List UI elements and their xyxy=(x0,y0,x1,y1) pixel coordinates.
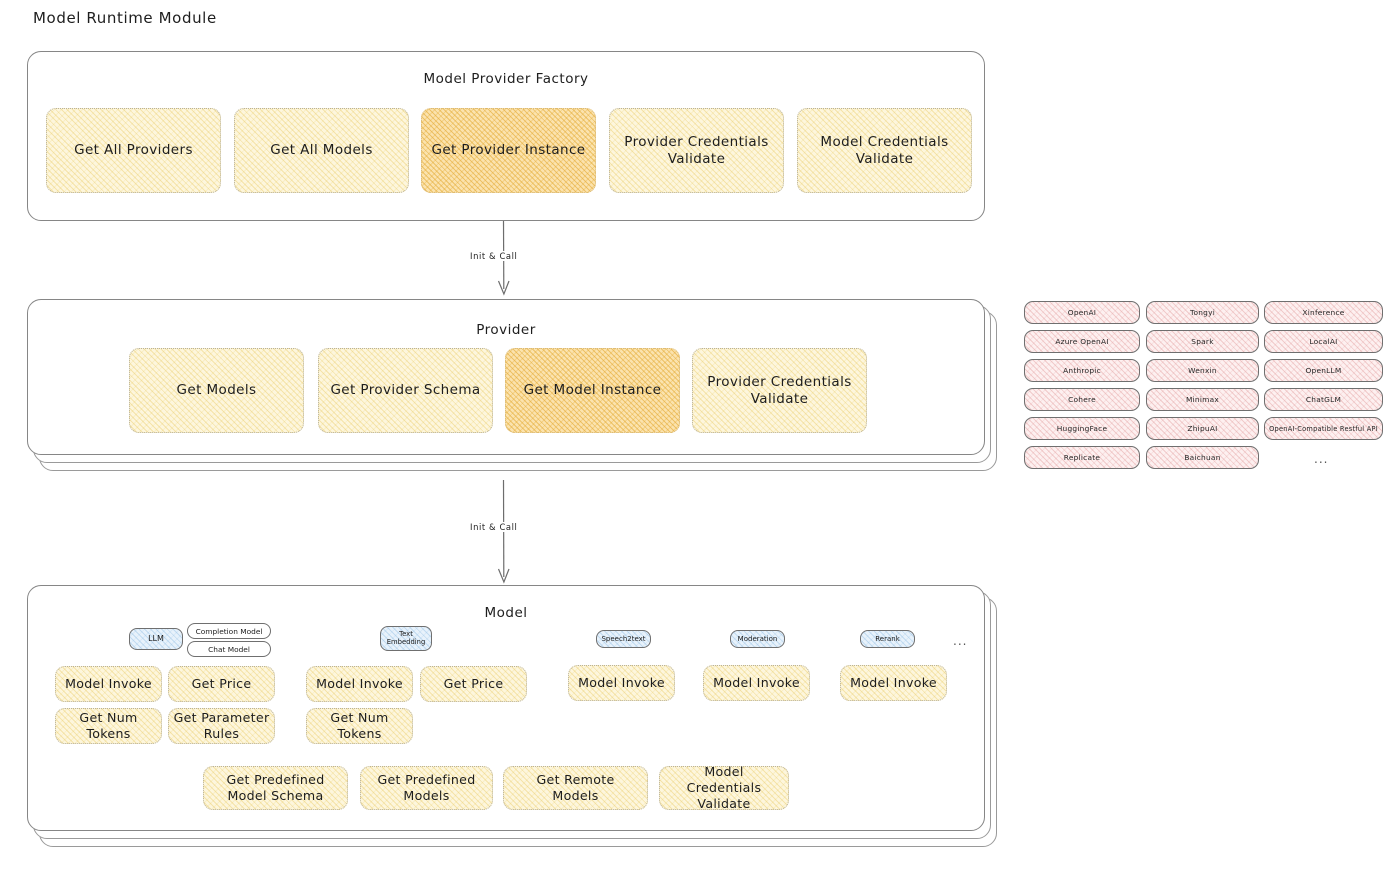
model-container: Model LLM Completion Model Chat Model Mo… xyxy=(27,585,985,831)
model-provider-factory-title: Model Provider Factory xyxy=(423,71,589,87)
factory-tile-get-all-models[interactable]: Get All Models xyxy=(234,108,409,193)
provider-container: Provider Get Models Get Provider Schema … xyxy=(27,299,985,455)
provider-chip-anthropic[interactable]: Anthropic xyxy=(1024,359,1140,382)
connector-provider-to-model: Init & Call xyxy=(467,479,540,585)
model-shared-method-get-predefined-models[interactable]: Get Predefined Models xyxy=(360,766,493,810)
model-type-chip-speech2text[interactable]: Speech2text xyxy=(596,630,651,648)
provider-title: Provider xyxy=(476,322,536,338)
llm-method-get-parameter-rules[interactable]: Get Parameter Rules xyxy=(168,708,275,744)
provider-chip-chatglm[interactable]: ChatGLM xyxy=(1264,388,1383,411)
provider-chip-cohere[interactable]: Cohere xyxy=(1024,388,1140,411)
llm-method-get-price[interactable]: Get Price xyxy=(168,666,275,702)
llm-method-model-invoke[interactable]: Model Invoke xyxy=(55,666,162,702)
provider-chip-baichuan[interactable]: Baichuan xyxy=(1146,446,1259,469)
provider-chip-spark[interactable]: Spark xyxy=(1146,330,1259,353)
connector-2-label: Init & Call xyxy=(467,522,521,532)
model-shared-method-model-credentials-validate[interactable]: Model Credentials Validate xyxy=(659,764,789,811)
model-type-chip-rerank[interactable]: Rerank xyxy=(860,630,915,648)
rerank-method-model-invoke[interactable]: Model Invoke xyxy=(840,665,947,701)
model-type-chip-llm[interactable]: LLM xyxy=(129,628,183,650)
provider-chip-openai-compatible-restful-api[interactable]: OpenAI-Compatible Restful API xyxy=(1264,417,1383,440)
provider-tile-get-provider-schema[interactable]: Get Provider Schema xyxy=(318,348,493,433)
model-types-more: ... xyxy=(953,634,968,648)
text-embedding-method-get-num-tokens[interactable]: Get Num Tokens xyxy=(306,708,413,744)
provider-chip-openllm[interactable]: OpenLLM xyxy=(1264,359,1383,382)
provider-chip-openai[interactable]: OpenAI xyxy=(1024,301,1140,324)
model-type-chip-moderation[interactable]: Moderation xyxy=(730,630,785,648)
provider-chip-wenxin[interactable]: Wenxin xyxy=(1146,359,1259,382)
connector-arrow-icon xyxy=(497,479,510,584)
provider-chip-huggingface[interactable]: HuggingFace xyxy=(1024,417,1140,440)
provider-chip-xinference[interactable]: Xinference xyxy=(1264,301,1383,324)
model-subtype-chip-chat-model[interactable]: Chat Model xyxy=(187,641,271,657)
speech2text-method-model-invoke[interactable]: Model Invoke xyxy=(568,665,675,701)
provider-tile-provider-credentials-validate[interactable]: Provider Credentials Validate xyxy=(692,348,867,433)
provider-chip-azure-openai[interactable]: Azure OpenAI xyxy=(1024,330,1140,353)
provider-list: OpenAI Azure OpenAI Anthropic Cohere Hug… xyxy=(1024,300,1384,475)
provider-chip-replicate[interactable]: Replicate xyxy=(1024,446,1140,469)
factory-tile-provider-credentials-validate[interactable]: Provider Credentials Validate xyxy=(609,108,784,193)
model-title: Model xyxy=(484,605,528,621)
provider-list-more: ... xyxy=(1314,452,1329,466)
text-embedding-method-get-price[interactable]: Get Price xyxy=(420,666,527,702)
provider-tile-get-model-instance[interactable]: Get Model Instance xyxy=(505,348,680,433)
connector-factory-to-provider: Init & Call xyxy=(467,220,540,297)
model-subtype-chip-completion-model[interactable]: Completion Model xyxy=(187,623,271,639)
text-embedding-method-model-invoke[interactable]: Model Invoke xyxy=(306,666,413,702)
provider-tile-get-models[interactable]: Get Models xyxy=(129,348,304,433)
factory-tile-get-provider-instance[interactable]: Get Provider Instance xyxy=(421,108,596,193)
model-provider-factory-container: Model Provider Factory Get All Providers… xyxy=(27,51,985,221)
provider-chip-localai[interactable]: LocalAI xyxy=(1264,330,1383,353)
factory-tile-model-credentials-validate[interactable]: Model Credentials Validate xyxy=(797,108,972,193)
provider-chip-zhipuai[interactable]: ZhipuAI xyxy=(1146,417,1259,440)
connector-1-label: Init & Call xyxy=(467,251,521,261)
model-shared-method-get-remote-models[interactable]: Get Remote Models xyxy=(503,766,648,810)
model-type-chip-text-embedding[interactable]: Text Embedding xyxy=(380,626,432,651)
provider-chip-minimax[interactable]: Minimax xyxy=(1146,388,1259,411)
model-shared-method-get-predefined-model-schema[interactable]: Get Predefined Model Schema xyxy=(203,766,348,810)
factory-tile-get-all-providers[interactable]: Get All Providers xyxy=(46,108,221,193)
provider-chip-tongyi[interactable]: Tongyi xyxy=(1146,301,1259,324)
llm-method-get-num-tokens[interactable]: Get Num Tokens xyxy=(55,708,162,744)
page-title: Model Runtime Module xyxy=(33,9,217,27)
moderation-method-model-invoke[interactable]: Model Invoke xyxy=(703,665,810,701)
